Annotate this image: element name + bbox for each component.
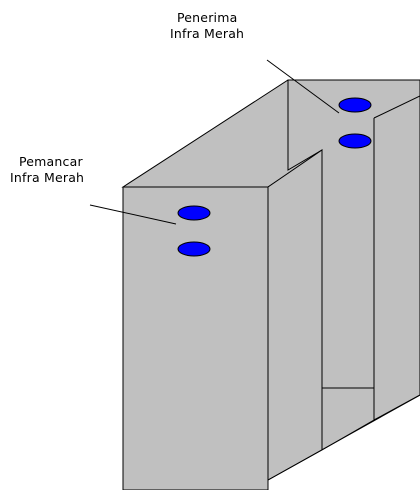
transmitter-led-top bbox=[177, 205, 211, 221]
housing-front-face bbox=[122, 186, 269, 490]
transmitter-label-line2: Infra Merah bbox=[10, 170, 84, 185]
transmitter-led-bottom bbox=[177, 241, 211, 257]
transmitter-leader-line bbox=[89, 204, 177, 225]
receiver-label-line2: Infra Merah bbox=[170, 26, 244, 41]
receiver-led-bottom bbox=[338, 133, 372, 149]
transmitter-label-line1: Pemancar bbox=[19, 154, 83, 169]
housing-edge-floor bbox=[267, 394, 420, 481]
receiver-leader-line bbox=[266, 59, 340, 114]
receiver-label-line1: Penerima bbox=[177, 10, 237, 25]
receiver-led-top bbox=[338, 97, 372, 113]
housing-edge-slot-top bbox=[373, 95, 420, 119]
